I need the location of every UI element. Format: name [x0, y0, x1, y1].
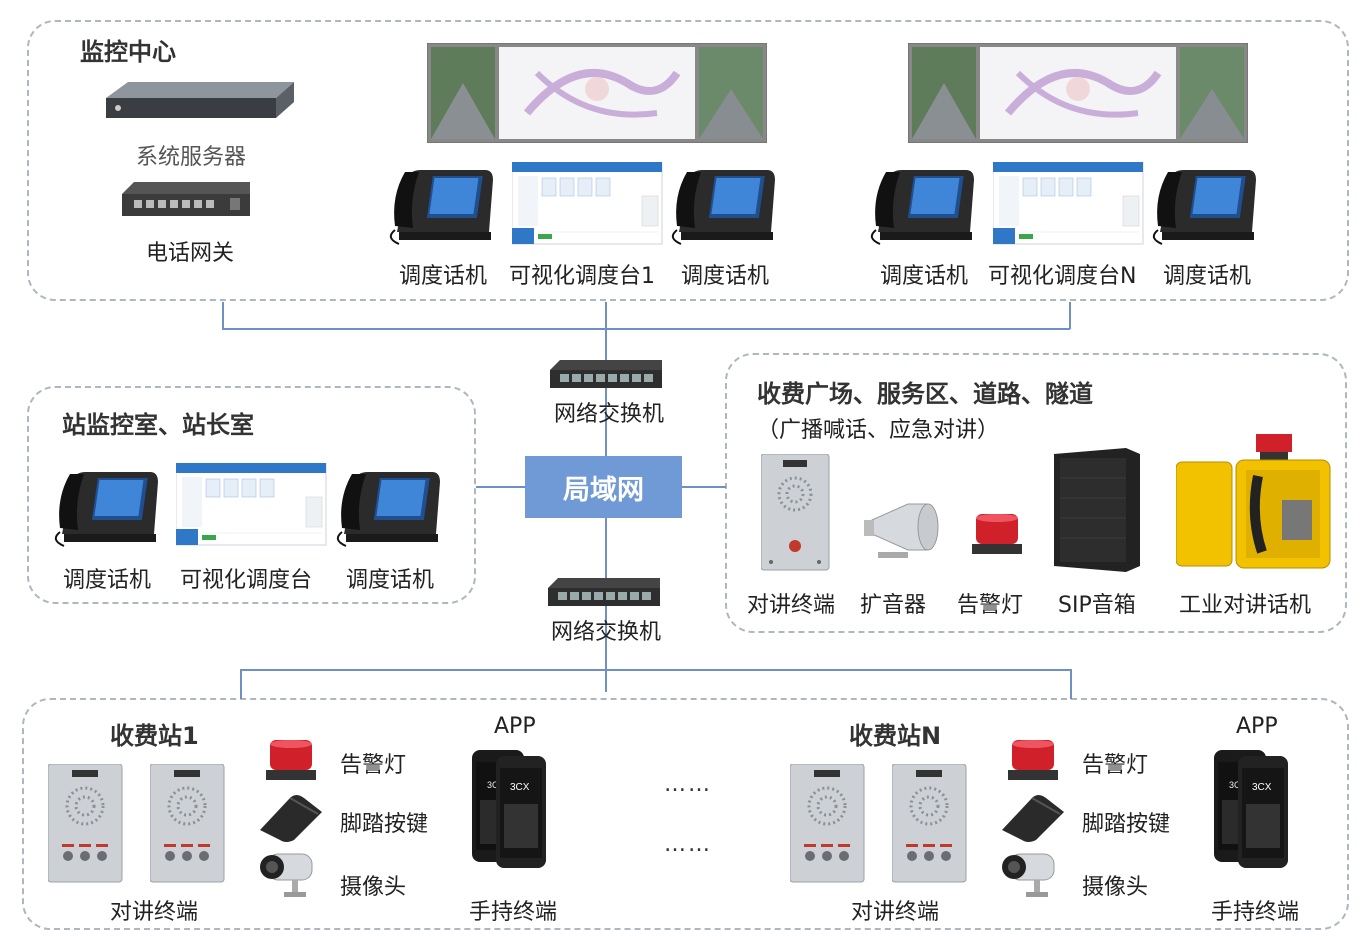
dispatch-phone-icon	[870, 160, 980, 246]
foot-pedal-icon	[260, 794, 324, 844]
camera-label: 摄像头	[340, 875, 407, 900]
toll-station-region	[22, 698, 1349, 930]
intercom-terminal-icon	[892, 764, 968, 884]
gateway-label: 电话网关	[146, 241, 235, 266]
station1-title: 收费站1	[110, 722, 199, 750]
toll-plaza-subtitle: （广播喊话、应急对讲）	[757, 418, 1000, 443]
visual-console-n-label: 可视化调度台N	[988, 264, 1137, 289]
sip-speaker-icon	[1054, 448, 1144, 572]
visual-console-1-label: 可视化调度台1	[509, 264, 655, 289]
stationN-title: 收费站N	[849, 722, 942, 750]
industrial-phone-icon	[1176, 430, 1332, 572]
dispatch-phone-icon	[671, 160, 781, 246]
camera-icon	[258, 852, 318, 900]
camera-label: 摄像头	[1082, 875, 1149, 900]
station-room-region	[27, 386, 476, 604]
alarm-light-icon	[266, 740, 320, 784]
dispatch-phone-label: 调度话机	[1163, 264, 1252, 289]
intercom-terminal-icon	[790, 764, 866, 884]
server-icon	[106, 80, 296, 130]
dispatch-phone-label: 调度话机	[399, 264, 488, 289]
handheld-terminal-label: 手持终端	[469, 900, 558, 925]
gateway-icon	[122, 182, 252, 222]
loudspeaker-horn-icon	[856, 500, 940, 570]
link-lan-left	[476, 486, 526, 488]
ellipsis-bottom: ……	[664, 832, 712, 857]
alarm-light-icon	[972, 514, 1026, 560]
dispatch-phone-label: 调度话机	[880, 264, 969, 289]
intercom-terminal-label: 对讲终端	[110, 900, 199, 925]
handheld-terminal-icon	[472, 750, 562, 874]
alarm-light-label: 告警灯	[340, 753, 407, 778]
dispatch-phone-label: 调度话机	[681, 264, 770, 289]
monitor-center-region	[27, 20, 1349, 301]
network-switch-top-label: 网络交换机	[554, 402, 665, 427]
video-wall-n	[908, 43, 1248, 143]
lan-box: 局域网	[525, 456, 682, 518]
toll-plaza-title: 收费广场、服务区、道路、隧道	[757, 380, 1093, 408]
server-label: 系统服务器	[136, 145, 247, 170]
ellipsis-top: ……	[664, 772, 712, 797]
toll-device-label: 对讲终端	[747, 593, 836, 618]
network-switch-top-icon	[550, 360, 664, 390]
intercom-terminal-icon	[761, 454, 831, 572]
camera-icon	[1000, 852, 1060, 900]
monitor-center-title: 监控中心	[80, 38, 176, 66]
link-stationN-drop	[1070, 669, 1072, 699]
app-label: APP	[494, 714, 536, 739]
alarm-light-label: 告警灯	[1082, 753, 1149, 778]
foot-pedal-label: 脚踏按键	[1082, 812, 1171, 837]
intercom-terminal-icon	[150, 764, 226, 884]
toll-plaza-region	[725, 353, 1347, 633]
link-left-drop	[222, 302, 224, 329]
dispatch-phone-label: 调度话机	[63, 568, 152, 593]
network-switch-bottom-icon	[548, 578, 662, 608]
visual-console-label: 可视化调度台	[180, 568, 313, 593]
link-station1-drop	[240, 669, 242, 699]
toll-device-label: 扩音器	[860, 593, 927, 618]
toll-device-label: 告警灯	[957, 593, 1024, 618]
toll-device-label: 工业对讲话机	[1179, 593, 1312, 618]
network-switch-bottom-label: 网络交换机	[551, 620, 662, 645]
intercom-terminal-icon	[48, 764, 124, 884]
dispatch-phone-icon	[1152, 160, 1262, 246]
handheld-terminal-icon	[1214, 750, 1304, 874]
station-room-title: 站监控室、站长室	[62, 411, 254, 439]
dispatch-phone-icon	[389, 160, 499, 246]
app-label: APP	[1236, 714, 1278, 739]
link-bottom-horizontal	[240, 669, 1072, 671]
foot-pedal-label: 脚踏按键	[340, 812, 429, 837]
link-right-drop	[1069, 302, 1071, 329]
visual-console-n-icon	[993, 162, 1145, 246]
handheld-terminal-label: 手持终端	[1211, 900, 1300, 925]
link-top-horizontal	[222, 328, 1070, 330]
toll-device-label: SIP音箱	[1058, 593, 1136, 618]
visual-console-icon	[176, 463, 328, 547]
video-wall-1	[427, 43, 767, 143]
link-lan-right	[681, 486, 726, 488]
dispatch-phone-icon	[54, 462, 164, 548]
dispatch-phone-icon	[336, 462, 446, 548]
dispatch-phone-label: 调度话机	[346, 568, 435, 593]
visual-console-1-icon	[512, 162, 664, 246]
alarm-light-icon	[1008, 740, 1062, 784]
foot-pedal-icon	[1002, 794, 1066, 844]
intercom-terminal-label: 对讲终端	[851, 900, 940, 925]
